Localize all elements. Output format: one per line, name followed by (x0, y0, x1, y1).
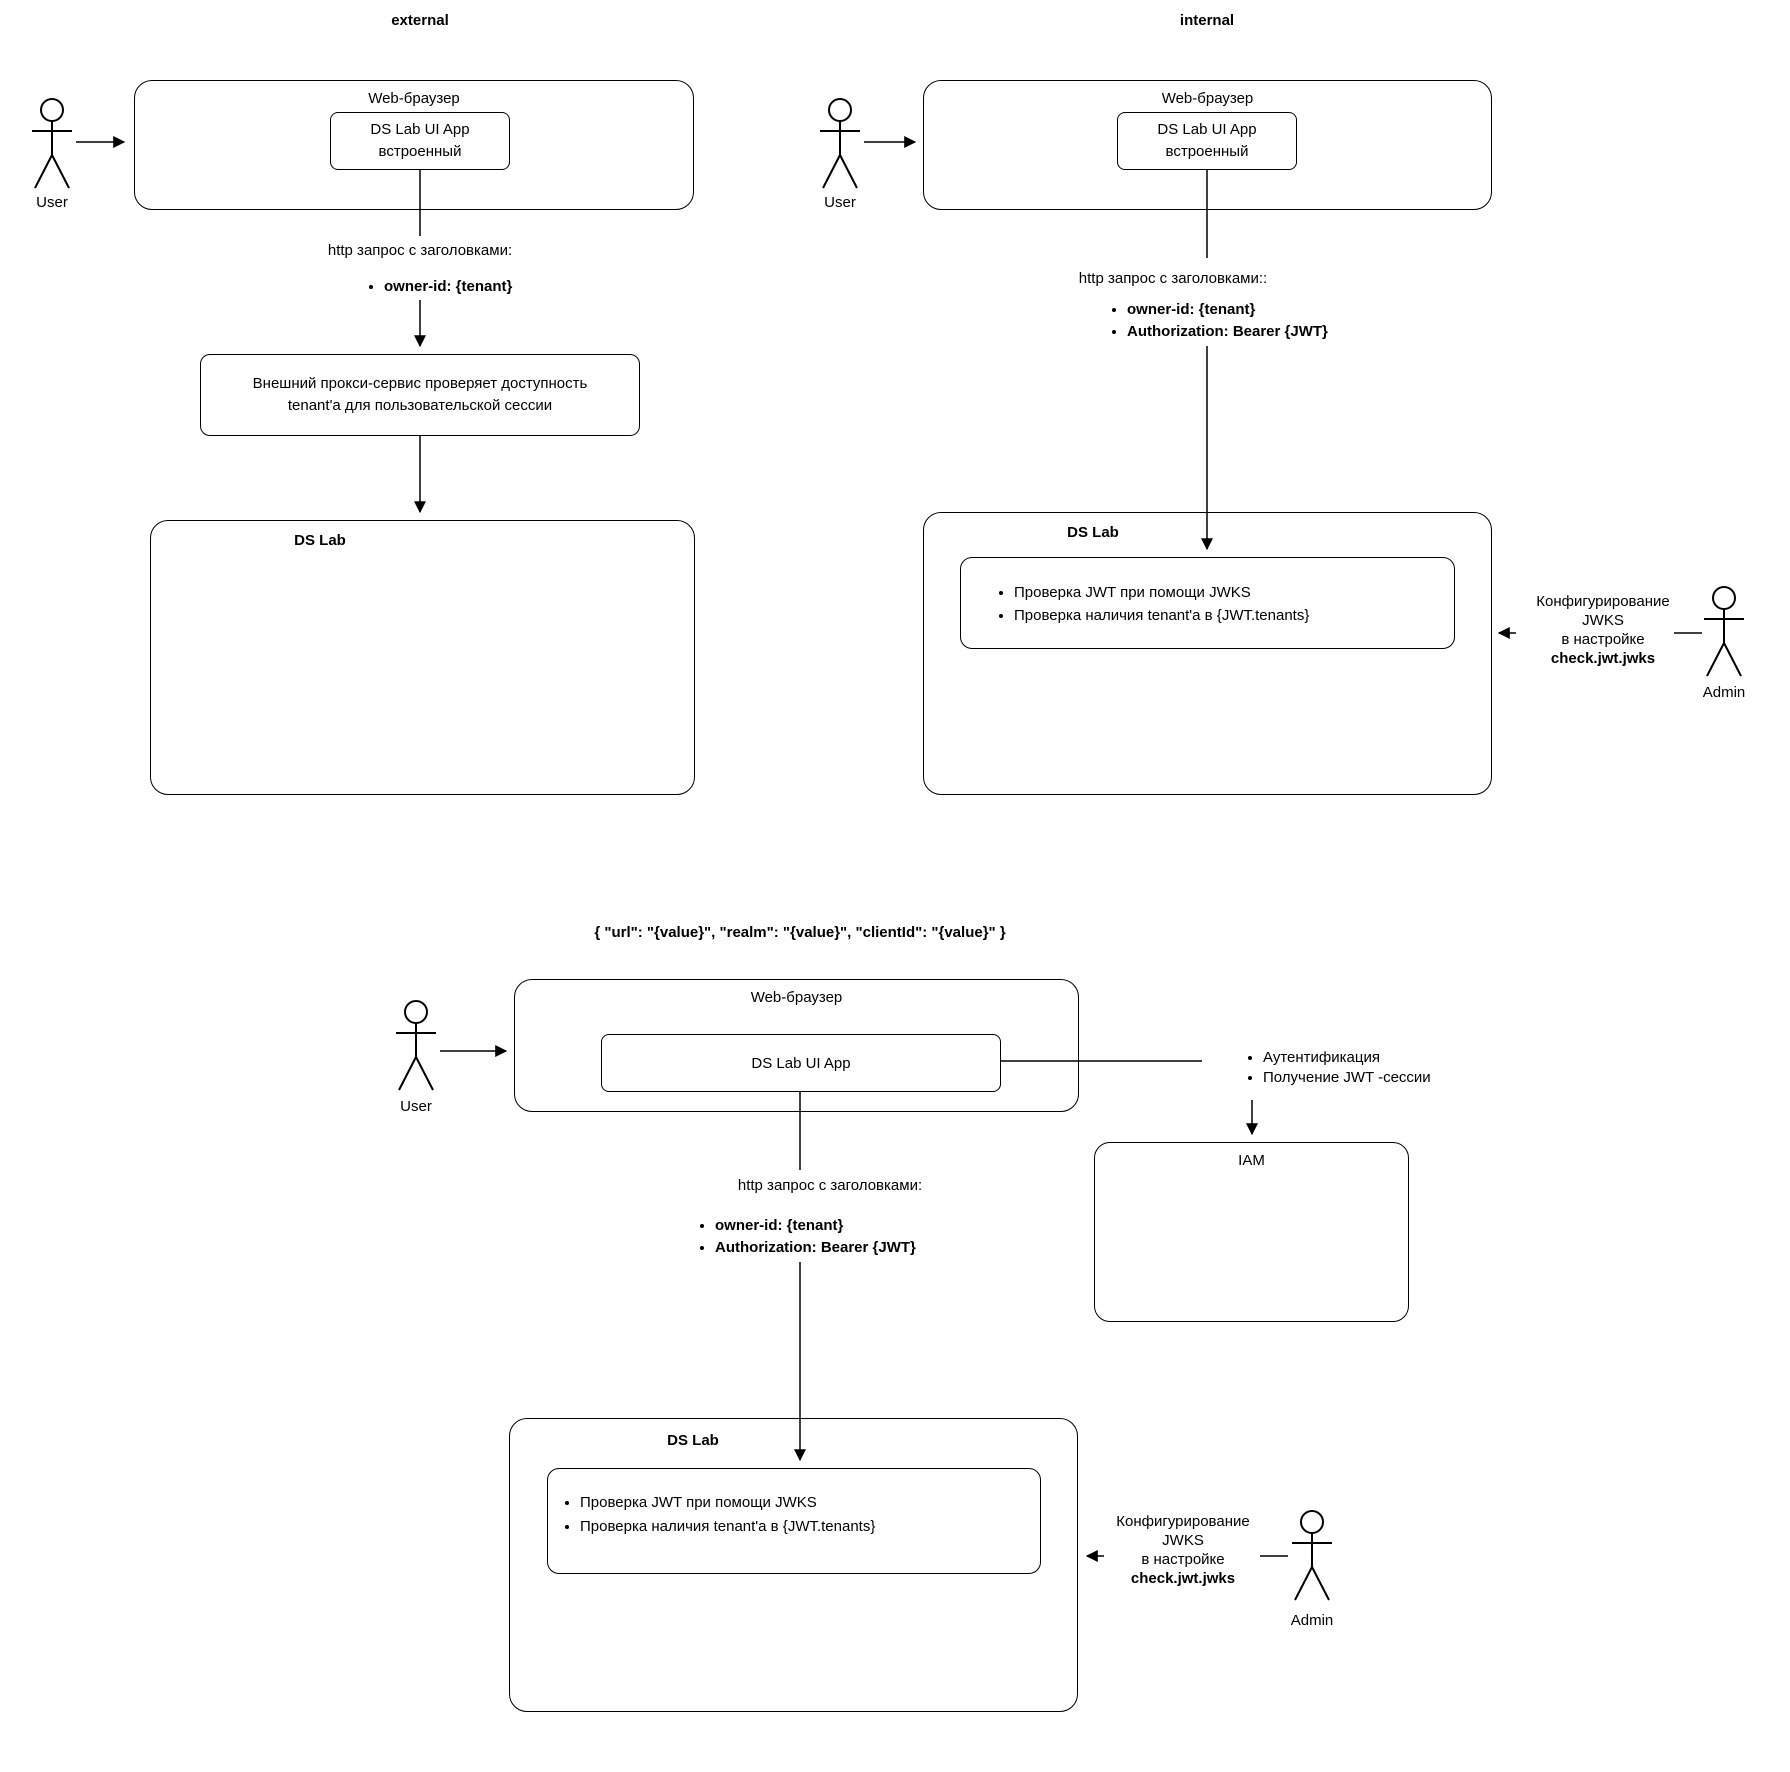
external-request-headers: owner-id: {tenant} (362, 277, 512, 297)
user-actor-label: User (824, 194, 856, 211)
sso-request-headers: owner-id: {tenant} Authorization: Bearer… (693, 1215, 916, 1259)
request-header-item: Authorization: Bearer {JWT} (1127, 323, 1328, 340)
proxy-note-line2: tenant'а для пользовательской сессии (287, 397, 553, 414)
admin-actor-label: Admin (1702, 684, 1746, 701)
external-app-title: DS Lab UI App (370, 121, 470, 138)
user-actor-label: User (36, 194, 68, 211)
admin-note-setting: check.jwt.jwks (1550, 650, 1656, 667)
internal-app-box: DS Lab UI App встроенный (1117, 112, 1297, 170)
request-header-item: owner-id: {tenant} (384, 278, 513, 295)
admin-note-line: Конфигурирование (1116, 1513, 1250, 1530)
sso-app-title: DS Lab UI App (751, 1054, 851, 1072)
internal-dslab-box (923, 512, 1492, 795)
sso-iam-steps: Аутентификация Получение JWT -сессии (1241, 1048, 1431, 1088)
jwt-check-item: Проверка JWT при помощи JWKS (580, 1494, 817, 1511)
user-actor-icon (396, 1000, 436, 1091)
proxy-note-line1: Внешний прокси-сервис проверяет доступно… (252, 375, 588, 392)
admin-actor-icon (1292, 1510, 1332, 1601)
jwt-check-item: Проверка наличия tenant'а в {JWT.tenants… (580, 1518, 876, 1535)
external-request-label: http запрос с заголовками: (327, 242, 513, 259)
internal-browser-box: Web-браузер (923, 80, 1492, 210)
iam-step-item: Получение JWT -сессии (1263, 1069, 1431, 1086)
request-header-item: owner-id: {tenant} (1127, 301, 1256, 318)
admin-note-setting: check.jwt.jwks (1130, 1570, 1236, 1587)
internal-admin-note: Конфигурирование JWKS в настройке check.… (1518, 592, 1688, 668)
sso-dslab-title: DS Lab (667, 1432, 719, 1449)
external-proxy-box: Внешний прокси-сервис проверяет доступно… (200, 354, 640, 436)
jwt-check-item: Проверка наличия tenant'а в {JWT.tenants… (1014, 607, 1310, 624)
user-actor-icon (820, 98, 860, 189)
admin-note-line: в настройке (1561, 631, 1645, 648)
external-browser-box: Web-браузер (134, 80, 694, 210)
iam-title: IAM (1238, 1152, 1265, 1169)
sso-admin-note: Конфигурирование JWKS в настройке check.… (1108, 1512, 1258, 1588)
section-title-internal: internal (1179, 12, 1235, 29)
admin-note-line: Конфигурирование (1536, 593, 1670, 610)
sso-dslab-box (509, 1418, 1078, 1712)
internal-request-headers: owner-id: {tenant} Authorization: Bearer… (1105, 299, 1328, 343)
admin-actor-label: Admin (1290, 1612, 1334, 1629)
user-actor-icon (32, 98, 72, 189)
section-title-external: external (391, 12, 449, 29)
request-header-item: owner-id: {tenant} (715, 1217, 844, 1234)
admin-note-line: JWKS (1162, 1532, 1204, 1549)
jwt-check-item: Проверка JWT при помощи JWKS (1014, 584, 1251, 601)
sso-app-box: DS Lab UI App (601, 1034, 1001, 1092)
iam-step-item: Аутентификация (1263, 1049, 1380, 1066)
sso-jwt-checks: Проверка JWT при помощи JWKS Проверка на… (558, 1491, 875, 1539)
sso-jwt-check-box (547, 1468, 1041, 1574)
internal-dslab-title: DS Lab (1067, 524, 1119, 541)
internal-request-label: http запрос с заголовками:: (1078, 270, 1268, 287)
external-dslab-box (150, 520, 695, 795)
internal-browser-title: Web-браузер (1161, 90, 1254, 107)
sso-browser-box: Web-браузер (514, 979, 1079, 1112)
internal-app-subtitle: встроенный (1165, 143, 1249, 160)
internal-jwt-checks: Проверка JWT при помощи JWKS Проверка на… (992, 581, 1309, 627)
internal-app-title: DS Lab UI App (1157, 121, 1257, 138)
internal-jwt-check-box (960, 557, 1455, 649)
sso-request-label: http запрос с заголовками: (737, 1177, 923, 1194)
admin-actor-icon (1704, 586, 1744, 677)
request-header-item: Authorization: Bearer {JWT} (715, 1239, 916, 1256)
external-app-subtitle: встроенный (378, 143, 462, 160)
external-browser-title: Web-браузер (368, 90, 460, 107)
external-dslab-title: DS Lab (294, 532, 346, 549)
sso-config-header: { "url": "{value}", "realm": "{value}", … (594, 924, 1006, 941)
sso-browser-title: Web-браузер (750, 989, 843, 1006)
iam-box: IAM (1094, 1142, 1409, 1322)
admin-note-line: JWKS (1582, 612, 1624, 629)
external-app-box: DS Lab UI App встроенный (330, 112, 510, 170)
user-actor-label: User (400, 1098, 432, 1115)
admin-note-line: в настройке (1141, 1551, 1225, 1568)
